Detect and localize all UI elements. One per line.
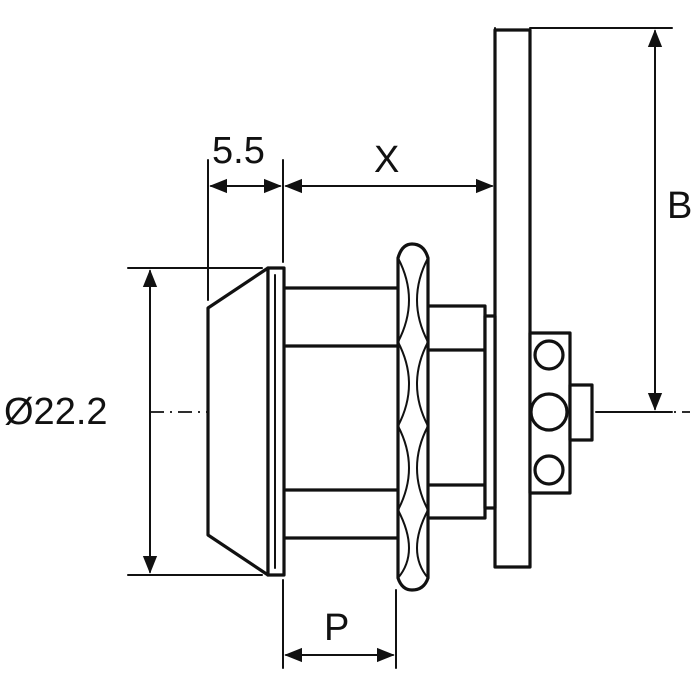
label-panel-offset: B bbox=[667, 185, 692, 227]
front-bezel bbox=[206, 266, 286, 577]
extension-lines bbox=[127, 27, 673, 669]
label-thread-length: P bbox=[324, 607, 349, 649]
mounting-panel bbox=[493, 28, 532, 569]
hex-nut bbox=[396, 242, 430, 592]
label-body-length: X bbox=[374, 139, 399, 181]
label-flange-thickness: 5.5 bbox=[212, 130, 265, 172]
lock-body bbox=[281, 286, 497, 540]
label-diameter: Ø22.2 bbox=[4, 391, 108, 433]
cam-nut bbox=[528, 331, 594, 495]
